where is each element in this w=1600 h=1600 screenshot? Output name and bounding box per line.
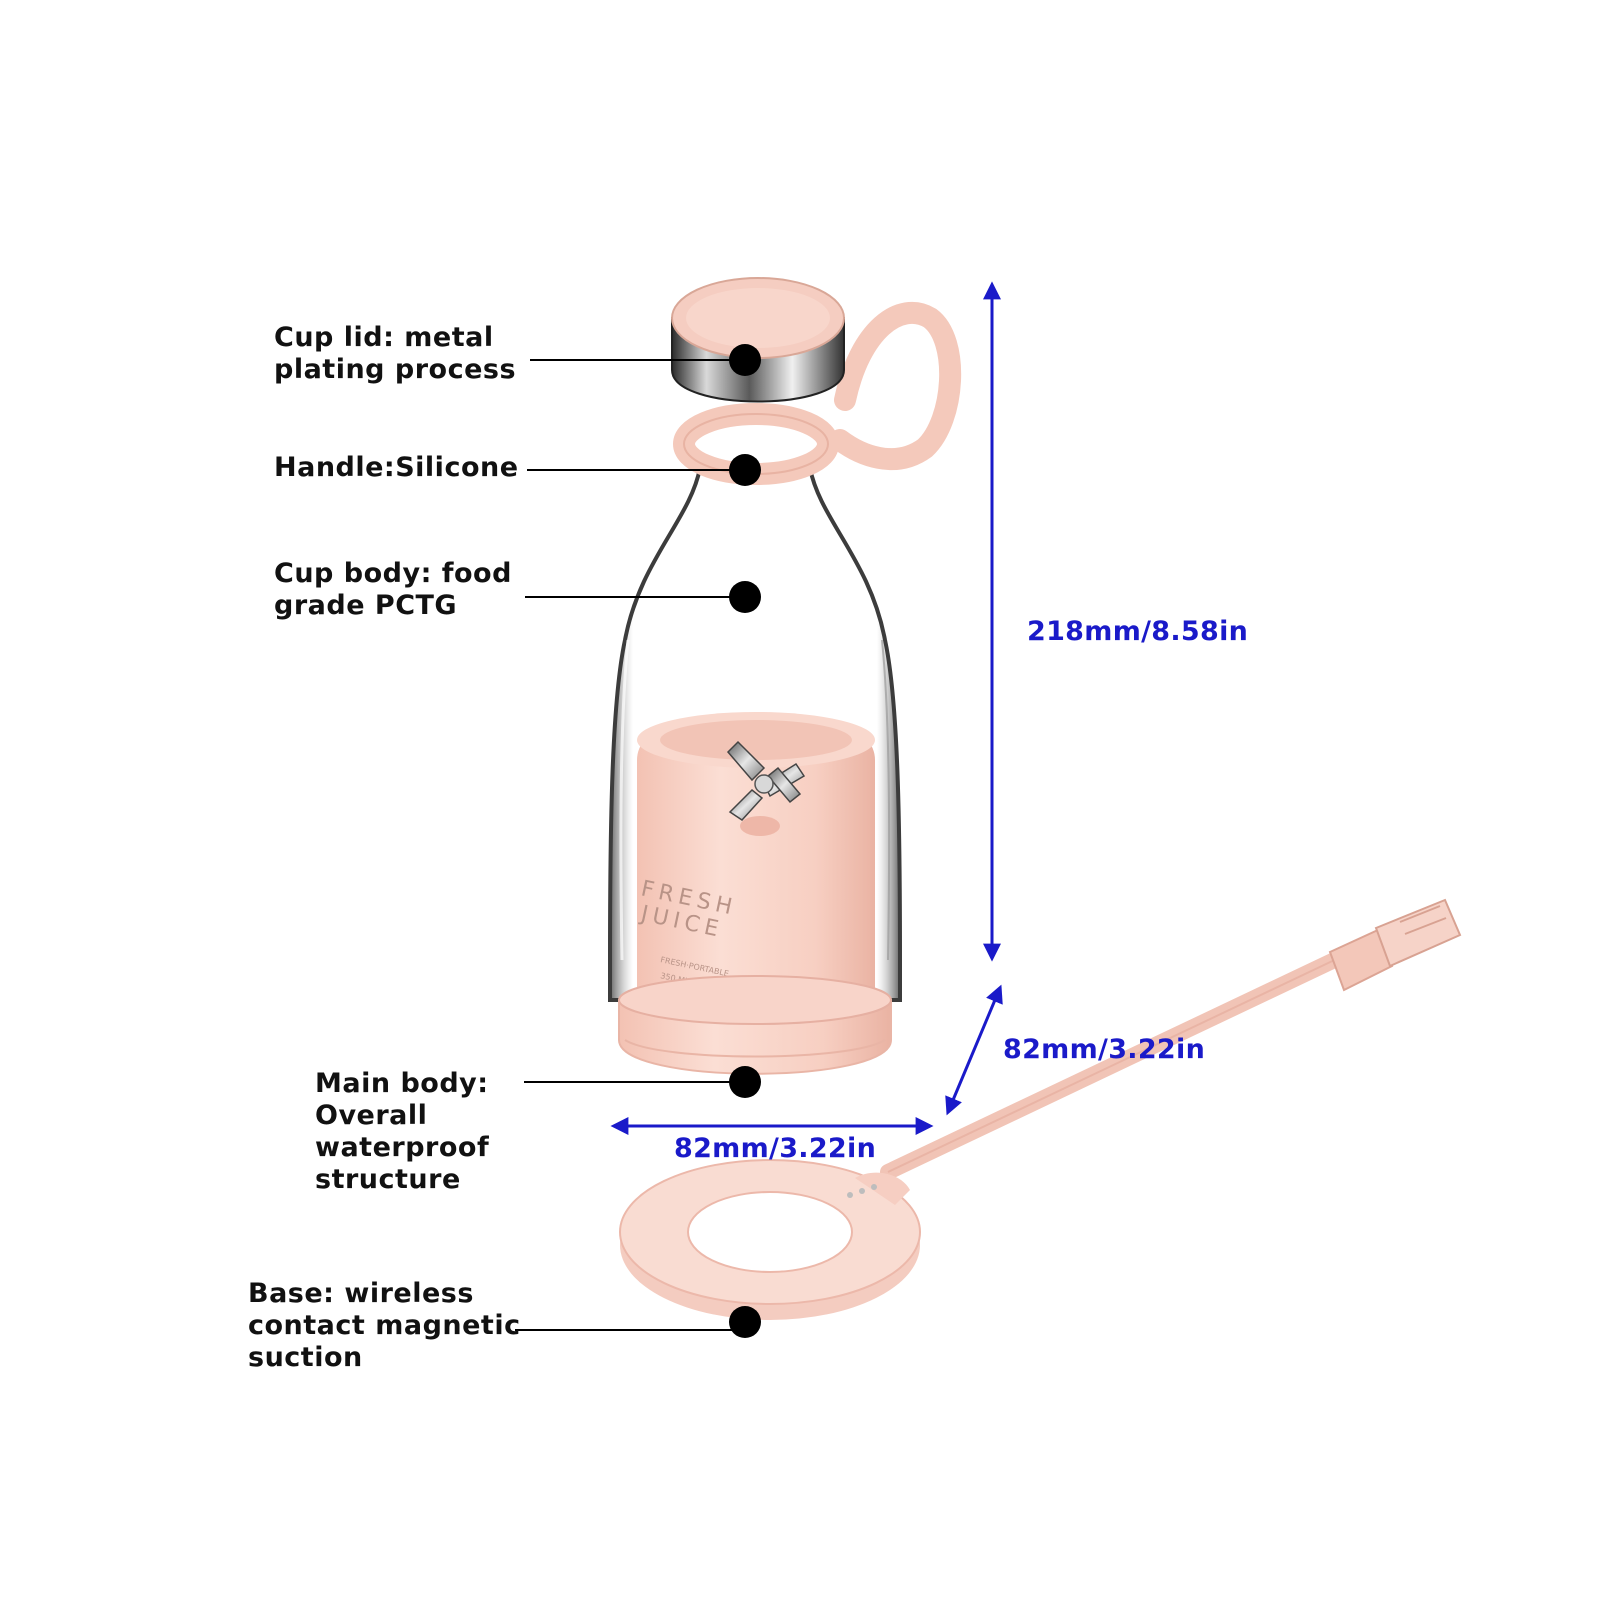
- marker-dot-main-body: [729, 1066, 761, 1098]
- callout-cup-lid-line-1: Cup lid: metal: [274, 322, 494, 353]
- callout-cup-lid-line-2: plating process: [274, 354, 517, 385]
- callout-main-body-line-1: Main body:: [315, 1068, 489, 1099]
- callout-cup-lid: Cup lid: metal plating process: [274, 322, 516, 386]
- callout-base-line-3: suction: [248, 1342, 363, 1373]
- callout-main-body-line-2: Overall: [315, 1100, 428, 1131]
- callout-base-line-2: contact magnetic: [248, 1310, 521, 1341]
- dimension-depth-label: 82mm/3.22in: [1003, 1034, 1206, 1065]
- main-body-motor: [637, 712, 875, 1030]
- callout-cup-body-line-2: grade PCTG: [274, 590, 458, 621]
- dimension-height-label: 218mm/8.58in: [1027, 616, 1249, 647]
- callout-base: Base: wireless contact magnetic suction: [248, 1278, 521, 1374]
- callout-lines: [515, 344, 761, 1338]
- marker-dot-handle: [729, 454, 761, 486]
- wireless-base: [619, 898, 1462, 1320]
- callout-handle: Handle:Silicone: [274, 452, 519, 484]
- callout-main-body-line-4: structure: [315, 1164, 461, 1195]
- dimension-width-label: 82mm/3.22in: [674, 1133, 877, 1164]
- callout-cup-body: Cup body: food grade PCTG: [274, 558, 512, 622]
- usb-plug-icon: [1328, 898, 1462, 992]
- dimension-arrows: [610, 281, 1003, 1135]
- depth-arrow: [945, 984, 1003, 1116]
- marker-dot-base: [729, 1306, 761, 1338]
- callout-cup-body-line-1: Cup body: food: [274, 558, 512, 589]
- bottle-bottom-ring: [618, 975, 892, 1075]
- marker-dot-cup-body: [729, 581, 761, 613]
- callout-handle-line-1: Handle:Silicone: [274, 452, 519, 483]
- marker-dot-cup-lid: [729, 344, 761, 376]
- callout-main-body: Main body: Overall waterproof structure: [315, 1068, 489, 1196]
- cup-lid: [671, 277, 845, 403]
- callout-base-line-1: Base: wireless: [248, 1278, 474, 1309]
- callout-main-body-line-3: waterproof: [315, 1132, 490, 1163]
- blade-icon: [726, 740, 806, 836]
